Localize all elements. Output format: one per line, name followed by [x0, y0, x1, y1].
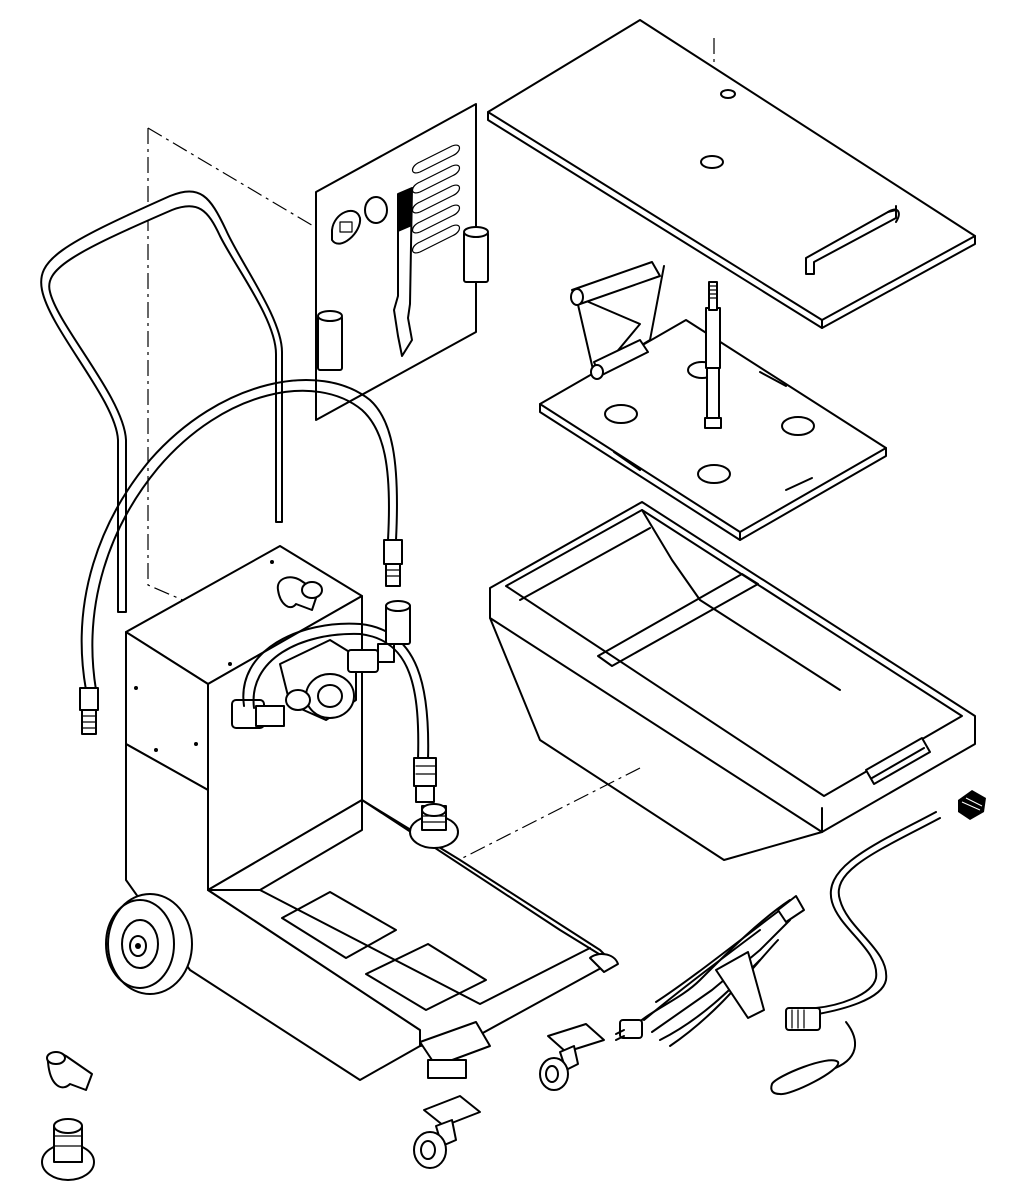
- filter-pan: [489, 501, 976, 861]
- cart-lid-cover: [487, 19, 976, 329]
- filter-screen-plate: [539, 261, 887, 541]
- caster-front-right: [539, 1023, 605, 1091]
- elbow-fitting-top: [276, 576, 323, 611]
- long-hose: [79, 379, 403, 735]
- strainer-cube: [958, 790, 986, 820]
- pump-assembly: [231, 600, 437, 803]
- control-panel-plate: [315, 103, 489, 421]
- caster-loose: [413, 1095, 481, 1169]
- loose-coupling-fitting: [41, 1118, 95, 1181]
- loose-elbow-fitting: [46, 1051, 93, 1091]
- cart-handle-frame: [40, 190, 283, 613]
- power-cord: [615, 895, 805, 1047]
- suction-wand: [770, 811, 941, 1096]
- quick-disconnect-fitting: [409, 803, 459, 849]
- rear-wheel: [105, 893, 193, 995]
